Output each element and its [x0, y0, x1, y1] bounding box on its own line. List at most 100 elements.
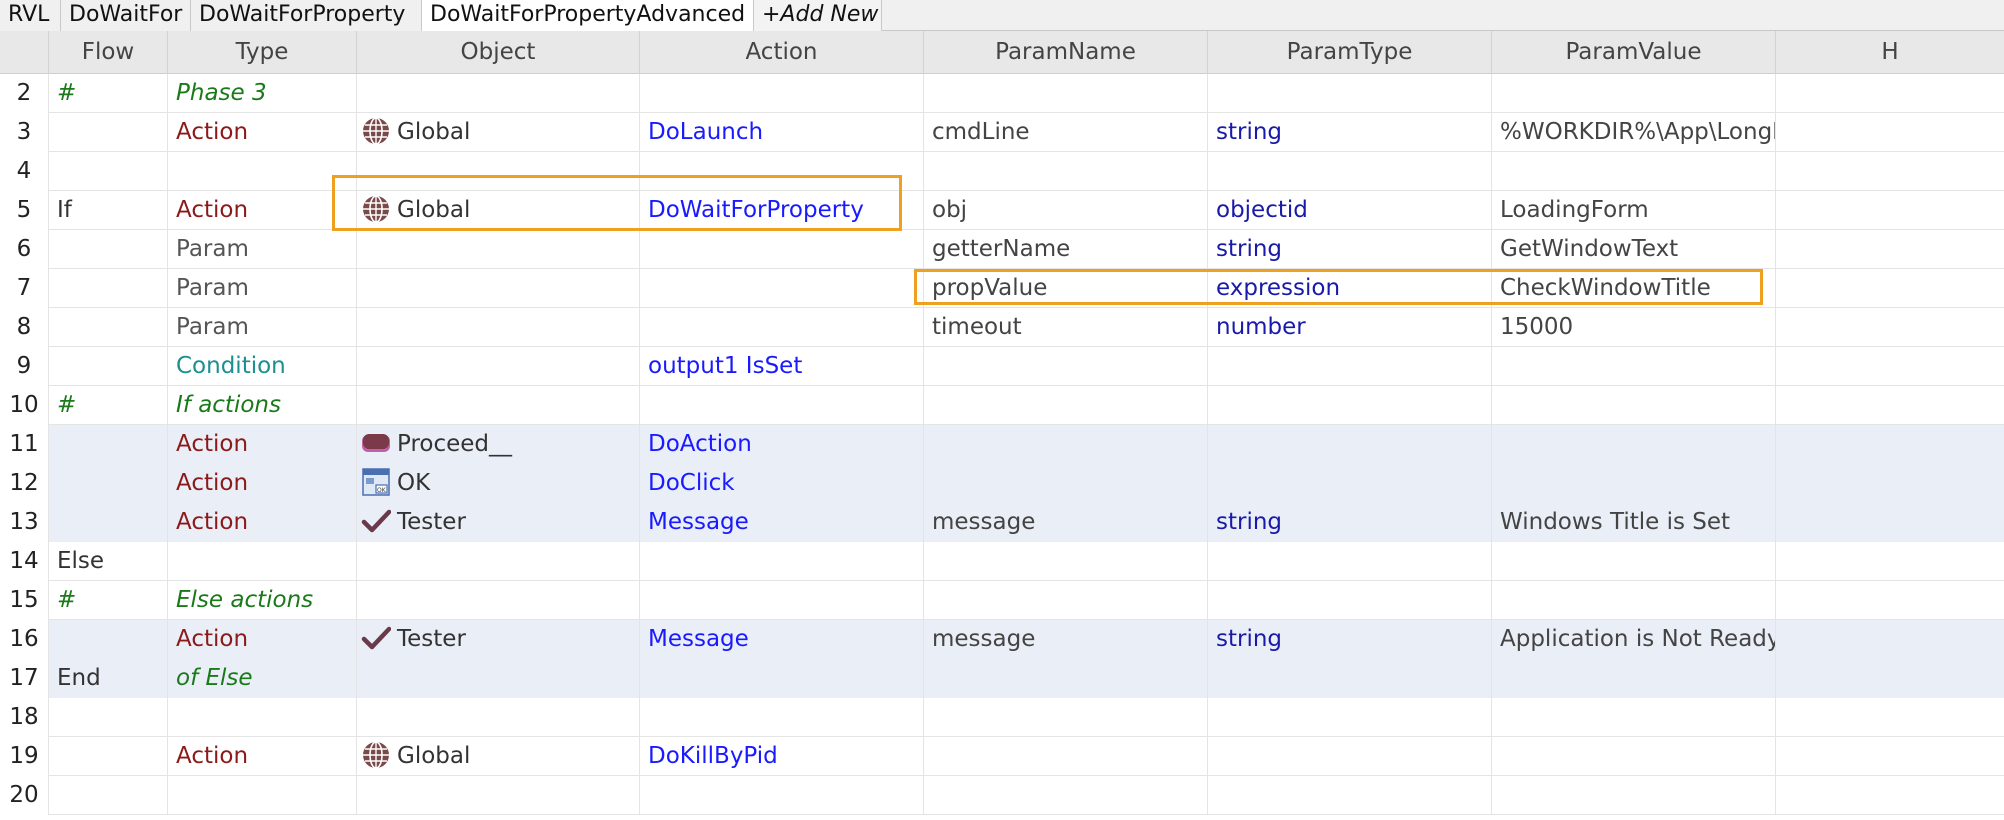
col-header-type[interactable]: Type	[167, 31, 356, 74]
cell-flow[interactable]	[48, 698, 167, 737]
cell-action[interactable]	[639, 74, 923, 113]
cell-h[interactable]	[1775, 308, 2004, 347]
cell-pval[interactable]: CheckWindowTitle	[1491, 269, 1775, 308]
cell-action[interactable]	[639, 581, 923, 620]
col-header-paramvalue[interactable]: ParamValue	[1491, 31, 1775, 74]
cell-flow[interactable]	[48, 230, 167, 269]
col-header-action[interactable]: Action	[639, 31, 923, 74]
cell-h[interactable]	[1775, 230, 2004, 269]
cell-flow[interactable]	[48, 776, 167, 815]
cell-pname[interactable]: timeout	[923, 308, 1207, 347]
col-header-paramname[interactable]: ParamName	[923, 31, 1207, 74]
cell-type[interactable]	[167, 542, 356, 581]
cell-h[interactable]	[1775, 386, 2004, 425]
cell-flow[interactable]: End	[48, 659, 167, 698]
cell-action[interactable]: output1 IsSet	[639, 347, 923, 386]
cell-pname[interactable]: getterName	[923, 230, 1207, 269]
cell-type[interactable]: Phase 3	[167, 74, 356, 113]
cell-pval[interactable]	[1491, 464, 1775, 503]
cell-object[interactable]	[356, 230, 639, 269]
row-number[interactable]: 17	[0, 659, 48, 698]
cell-pval[interactable]	[1491, 581, 1775, 620]
cell-flow[interactable]	[48, 620, 167, 659]
cell-type[interactable]: Action	[167, 620, 356, 659]
tab-dowaitforpropertyadvanced[interactable]: DoWaitForPropertyAdvanced	[422, 0, 754, 32]
cell-type[interactable]: Condition	[167, 347, 356, 386]
table-row[interactable]: 20	[0, 776, 2004, 815]
cell-flow[interactable]: Else	[48, 542, 167, 581]
tab-dowaitfor[interactable]: DoWaitFor	[61, 0, 191, 31]
col-header-flow[interactable]: Flow	[48, 31, 167, 74]
cell-action[interactable]	[639, 230, 923, 269]
cell-pval[interactable]	[1491, 776, 1775, 815]
table-row[interactable]: 10#If actions	[0, 386, 2004, 425]
cell-pval[interactable]: %WORKDIR%\App\LongLoadingApp.exe	[1491, 113, 1775, 152]
cell-ptype[interactable]	[1207, 74, 1491, 113]
col-header-paramtype[interactable]: ParamType	[1207, 31, 1491, 74]
cell-pname[interactable]	[923, 776, 1207, 815]
cell-ptype[interactable]	[1207, 659, 1491, 698]
cell-pval[interactable]: Windows Title is Set	[1491, 503, 1775, 542]
cell-h[interactable]	[1775, 425, 2004, 464]
cell-action[interactable]	[639, 698, 923, 737]
cell-object[interactable]	[356, 542, 639, 581]
cell-pname[interactable]	[923, 737, 1207, 776]
cell-h[interactable]	[1775, 347, 2004, 386]
row-number[interactable]: 4	[0, 152, 48, 191]
cell-type[interactable]: Action	[167, 191, 356, 230]
cell-h[interactable]	[1775, 620, 2004, 659]
row-number[interactable]: 12	[0, 464, 48, 503]
cell-flow[interactable]	[48, 425, 167, 464]
cell-object[interactable]	[356, 386, 639, 425]
cell-action[interactable]	[639, 269, 923, 308]
cell-flow[interactable]	[48, 308, 167, 347]
cell-h[interactable]	[1775, 737, 2004, 776]
row-number[interactable]: 5	[0, 191, 48, 230]
cell-action[interactable]	[639, 308, 923, 347]
cell-flow[interactable]	[48, 113, 167, 152]
row-number[interactable]: 2	[0, 74, 48, 113]
cell-h[interactable]	[1775, 698, 2004, 737]
cell-object[interactable]: Tester	[356, 620, 639, 659]
cell-flow[interactable]	[48, 503, 167, 542]
cell-action[interactable]: DoLaunch	[639, 113, 923, 152]
cell-pval[interactable]	[1491, 152, 1775, 191]
cell-object[interactable]	[356, 581, 639, 620]
cell-pval[interactable]	[1491, 425, 1775, 464]
cell-type[interactable]	[167, 152, 356, 191]
cell-object[interactable]	[356, 347, 639, 386]
cell-ptype[interactable]	[1207, 386, 1491, 425]
cell-action[interactable]	[639, 659, 923, 698]
cell-object[interactable]: Global	[356, 737, 639, 776]
cell-flow[interactable]	[48, 347, 167, 386]
cell-flow[interactable]: #	[48, 74, 167, 113]
cell-ptype[interactable]	[1207, 737, 1491, 776]
cell-ptype[interactable]: string	[1207, 503, 1491, 542]
cell-h[interactable]	[1775, 113, 2004, 152]
cell-h[interactable]	[1775, 581, 2004, 620]
cell-pval[interactable]	[1491, 542, 1775, 581]
cell-h[interactable]	[1775, 191, 2004, 230]
cell-h[interactable]	[1775, 464, 2004, 503]
cell-ptype[interactable]: string	[1207, 620, 1491, 659]
cell-ptype[interactable]: string	[1207, 230, 1491, 269]
cell-pname[interactable]	[923, 581, 1207, 620]
tab-rvl[interactable]: RVL	[0, 0, 61, 31]
cell-object[interactable]: Global	[356, 191, 639, 230]
cell-type[interactable]: of Else	[167, 659, 356, 698]
cell-action[interactable]	[639, 152, 923, 191]
row-number[interactable]: 7	[0, 269, 48, 308]
cell-object[interactable]	[356, 776, 639, 815]
cell-type[interactable]: Action	[167, 503, 356, 542]
cell-type[interactable]	[167, 776, 356, 815]
row-number[interactable]: 6	[0, 230, 48, 269]
cell-pname[interactable]: message	[923, 620, 1207, 659]
